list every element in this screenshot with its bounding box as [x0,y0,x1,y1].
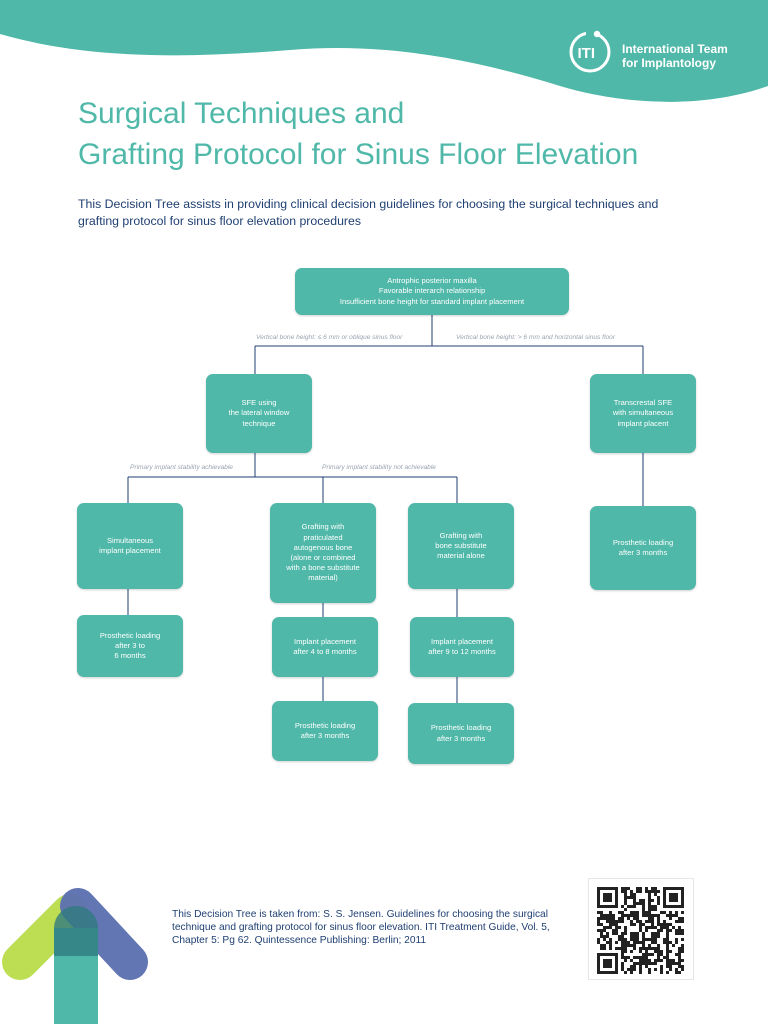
citation-text: This Decision Tree is taken from: S. S. … [172,909,550,946]
title-line2: Grafting Protocol for Sinus Floor Elevat… [78,138,639,171]
iti-arrow-graphic [2,888,148,1024]
grafting-autogenous-node: Grafting with praticulated autogenous bo… [270,503,376,603]
stability-no-label: Primary implant stability not achievable [322,464,436,471]
org-name-line1: International Team [622,42,728,56]
transcrestal-sfe-node: Transcrestal SFE with simultaneous impla… [590,374,696,453]
implant-4-to-8-node: Implant placement after 4 to 8 months [272,617,378,677]
prosthetic-sub-node: Prosthetic loading after 3 months [408,703,514,764]
prosthetic-right-node: Prosthetic loading after 3 months [590,506,696,590]
logo-text: ITI [578,45,596,62]
qr-code-icon [596,886,686,974]
intro-text: This Decision Tree assists in providing … [78,197,659,228]
implant-9-to-12-node: Implant placement after 9 to 12 months [410,617,514,677]
prosthetic-mid-node: Prosthetic loading after 3 months [272,701,378,761]
org-name-line2: for Implantology [622,56,716,70]
iti-logo-icon: ITI [569,29,611,73]
stability-yes-label: Primary implant stability achievable [130,464,233,471]
branch-right-label: Vertical bone height: > 6 mm and horizon… [456,334,616,341]
sfe-lateral-node: SFE using the lateral window technique [206,374,312,453]
qr-code[interactable] [588,878,694,980]
prosthetic-3-to-6-node: Prosthetic loading after 3 to 6 months [77,615,183,677]
header-wave-banner [0,0,768,102]
page-title: Surgical Techniques and Grafting Protoco… [78,93,718,175]
branch-left-label: Vertical bone height: ≤ 6 mm or oblique … [256,334,403,341]
title-line1: Surgical Techniques and [78,97,405,130]
org-name: International Team for Implantology [622,42,768,70]
grafting-substitute-node: Grafting with bone substitute material a… [408,503,514,589]
simultaneous-implant-node: Simultaneous implant placement [77,503,183,589]
root-node: Antrophic posterior maxilla Favorable in… [295,268,569,315]
